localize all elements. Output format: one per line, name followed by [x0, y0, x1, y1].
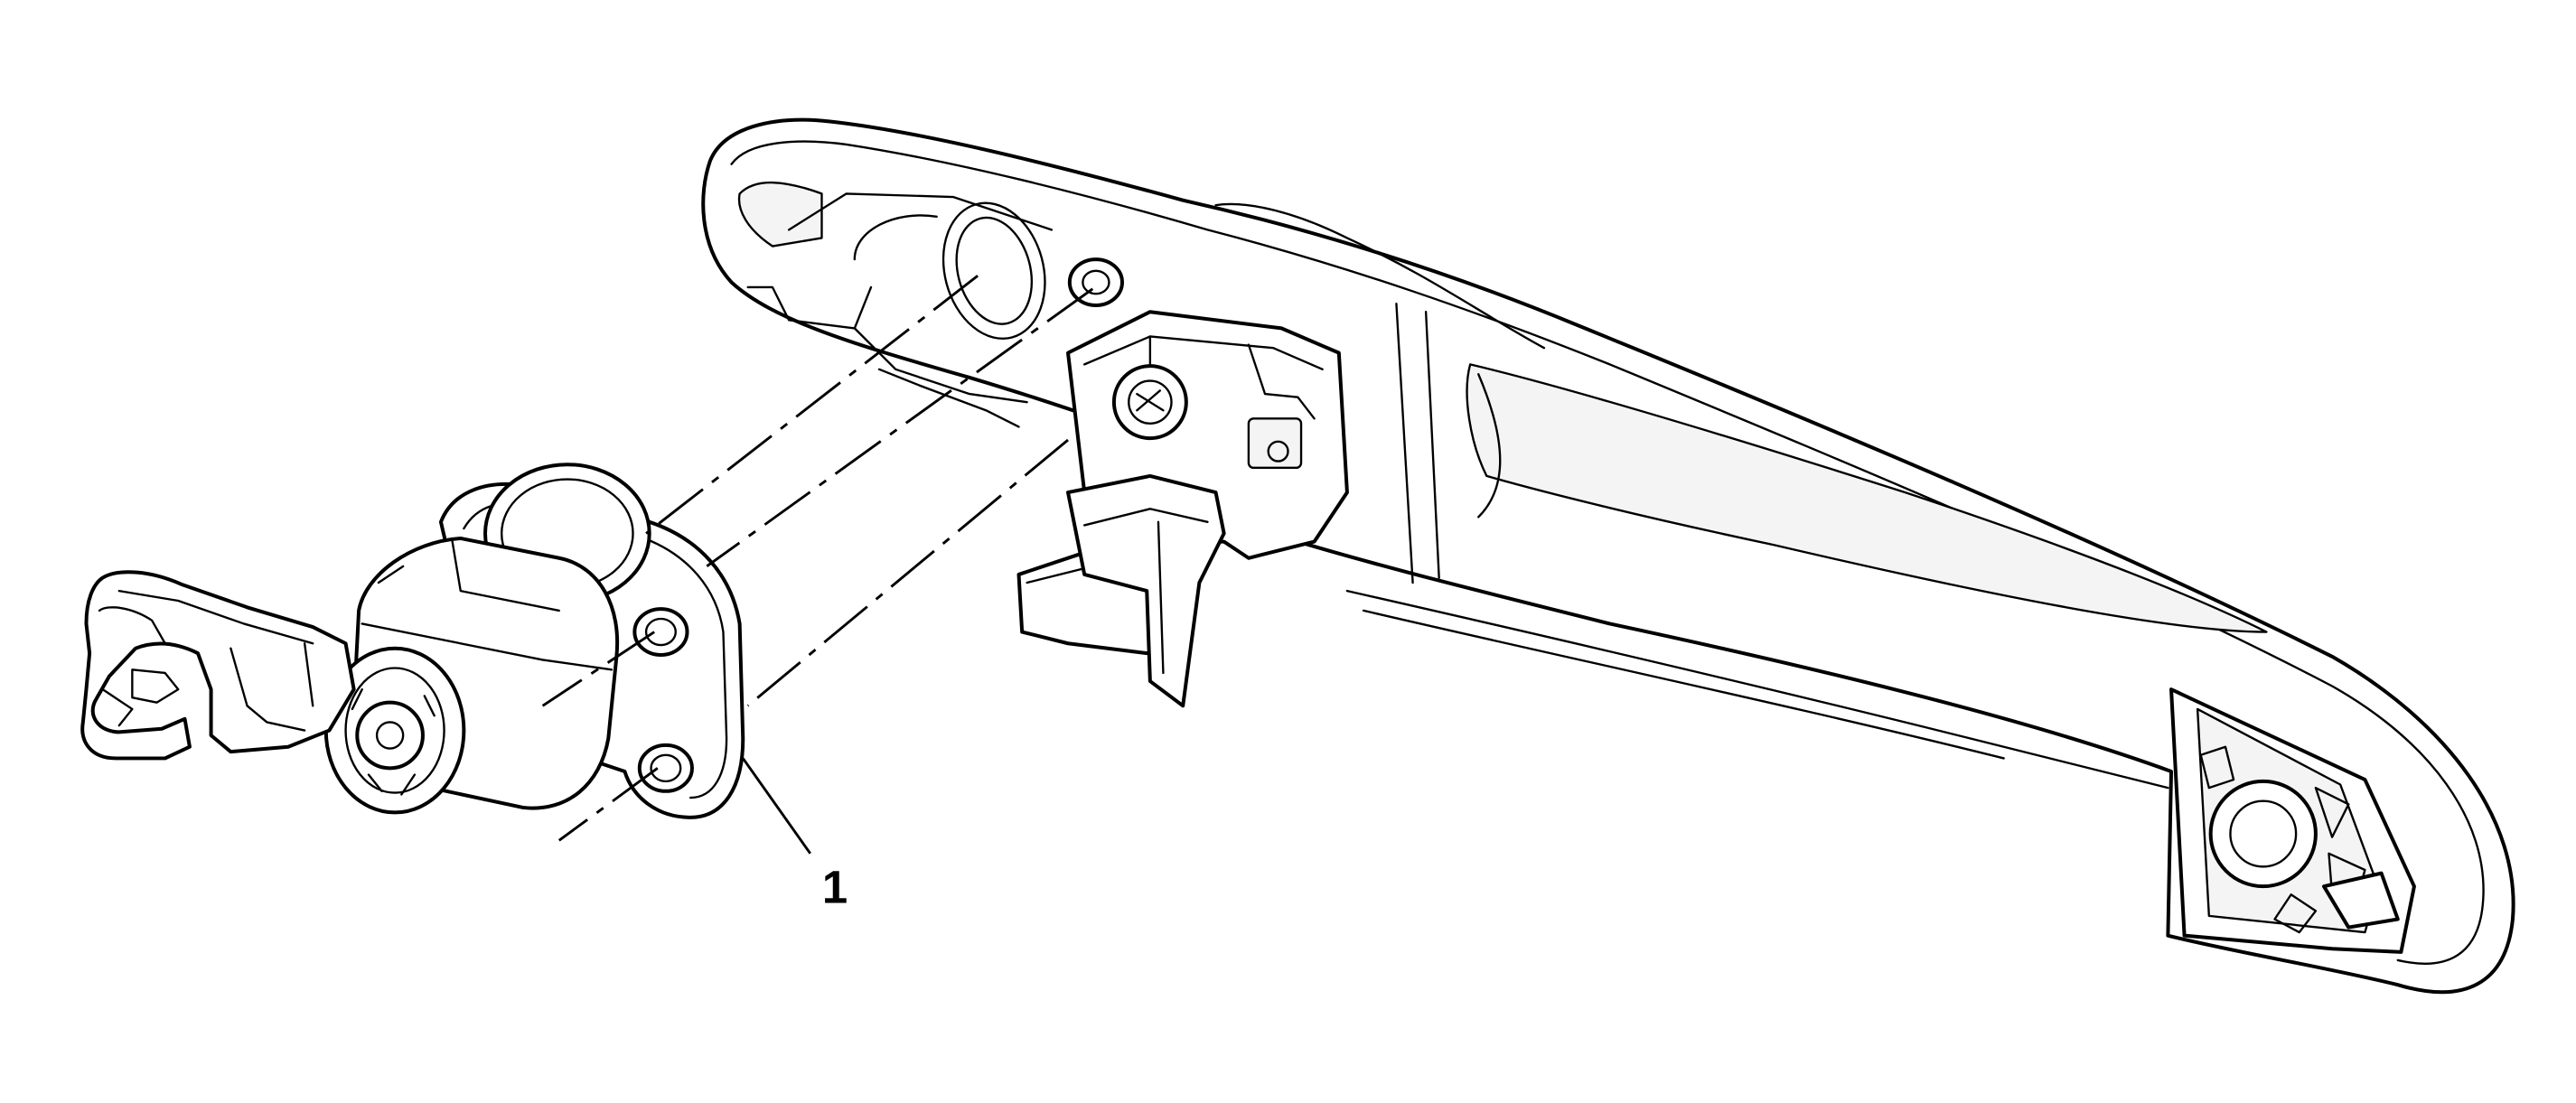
- callout-1: 1: [742, 757, 848, 912]
- door-handle-housing: [701, 117, 2515, 995]
- alignment-lines: [541, 275, 1094, 842]
- callout-leader-line: [742, 757, 811, 855]
- lock-cylinder-assembly: [80, 463, 745, 819]
- callout-label: 1: [822, 861, 848, 912]
